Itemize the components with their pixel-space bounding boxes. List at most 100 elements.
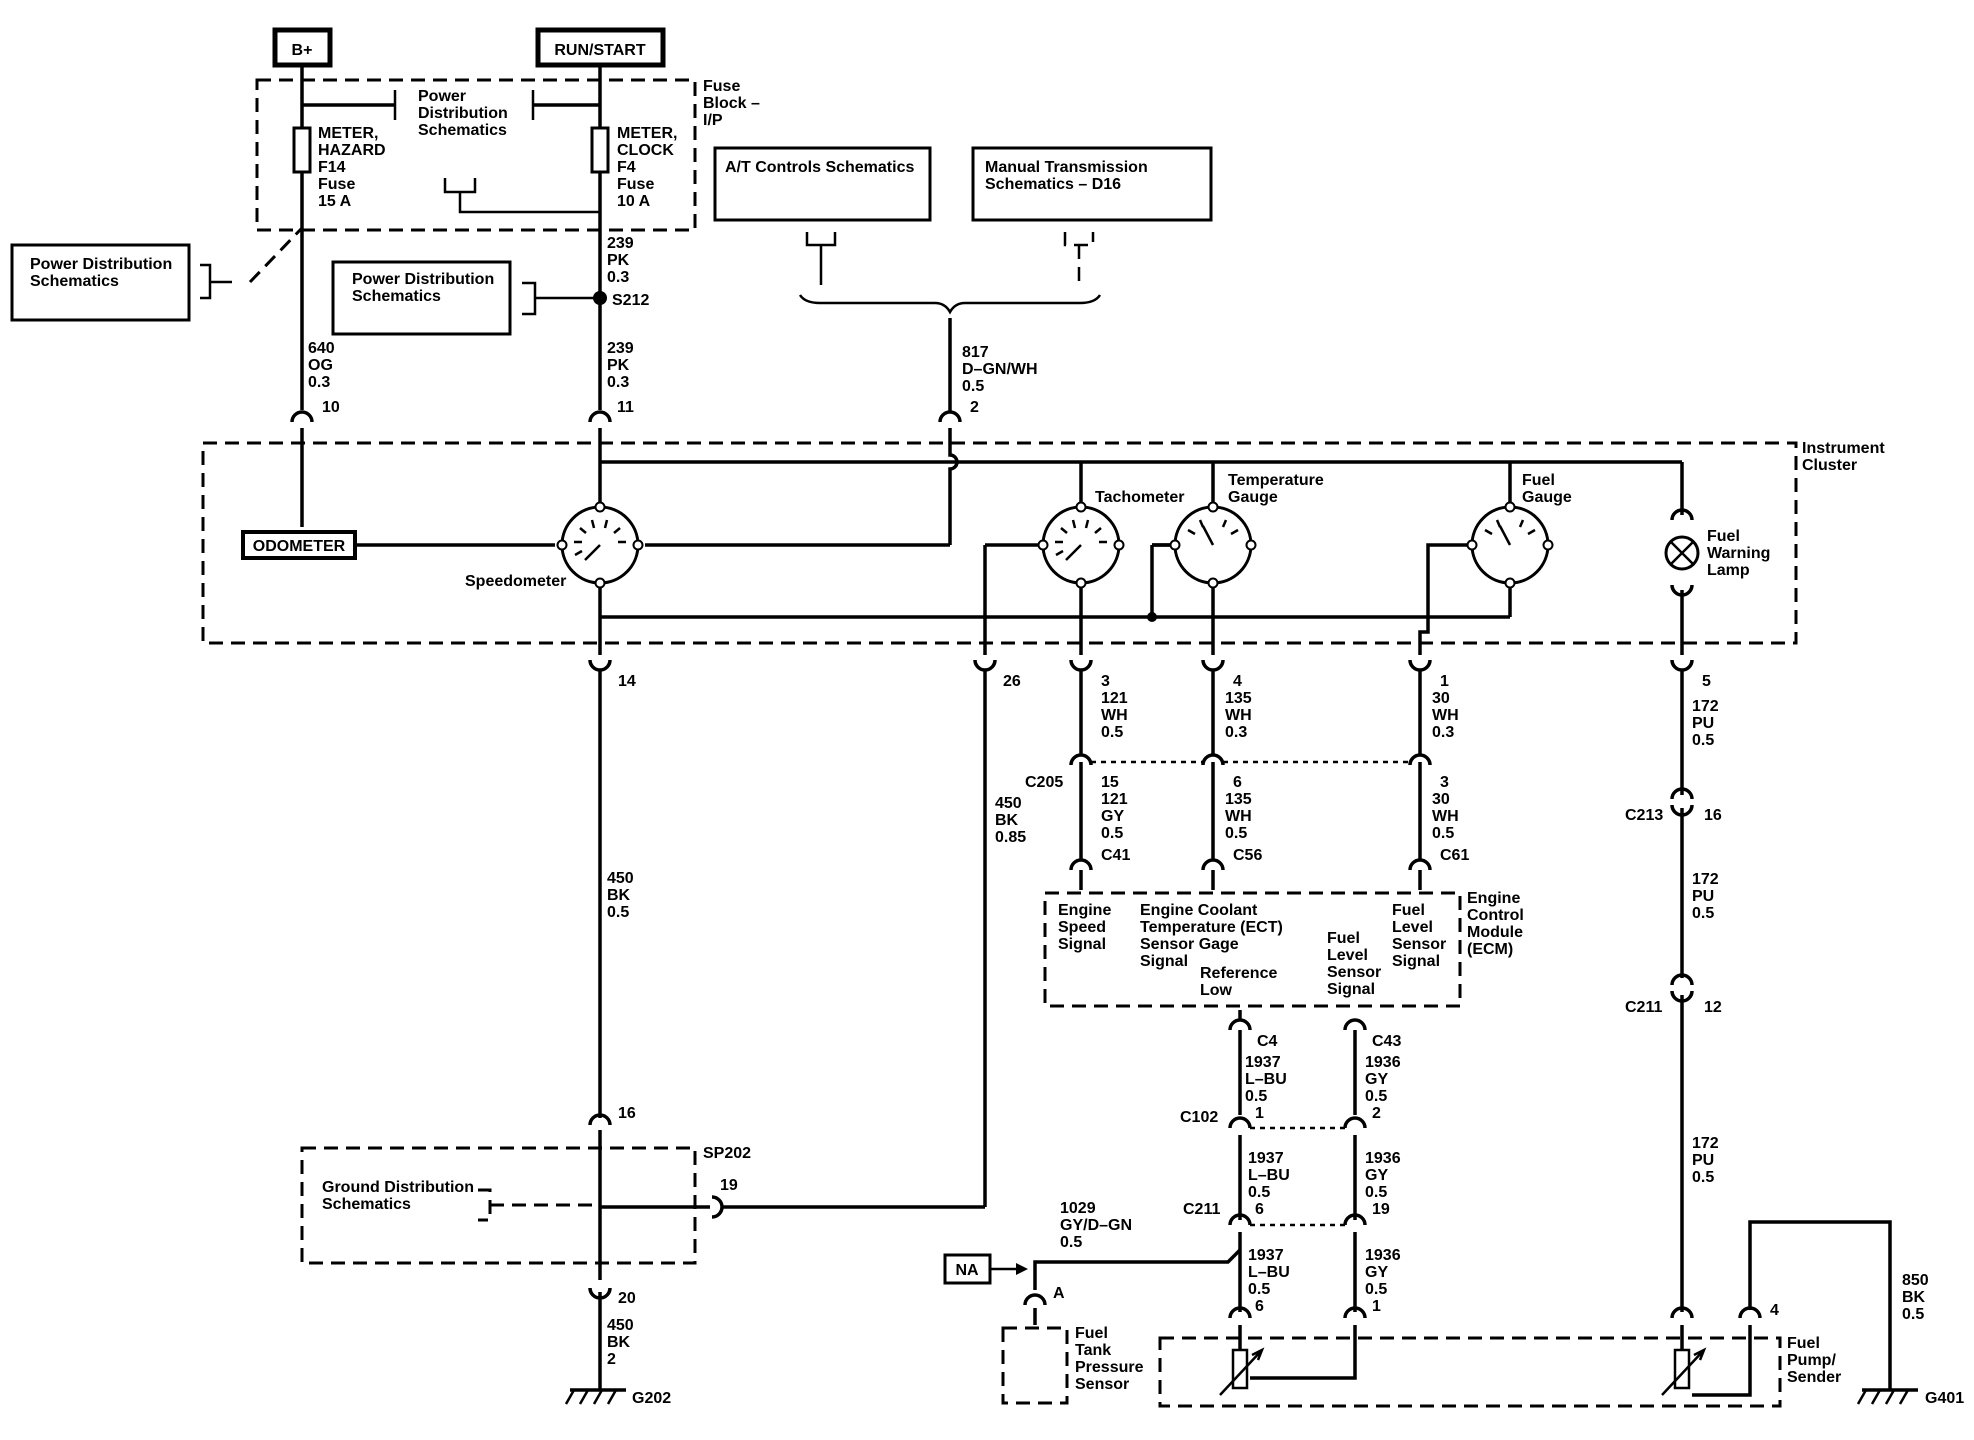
svg-text:0.85: 0.85 <box>995 829 1026 846</box>
svg-text:METER,: METER, <box>617 125 677 142</box>
svg-text:Fuel: Fuel <box>1327 930 1360 947</box>
svg-text:0.5: 0.5 <box>1101 825 1123 842</box>
svg-text:0.5: 0.5 <box>1101 724 1123 741</box>
svg-text:817: 817 <box>962 344 989 361</box>
speedometer-label: Speedometer <box>465 573 566 590</box>
svg-text:Schematics: Schematics <box>418 122 507 139</box>
svg-text:Pump/: Pump/ <box>1787 1352 1836 1369</box>
svg-text:0.3: 0.3 <box>308 374 330 391</box>
svg-text:Pressure: Pressure <box>1075 1359 1144 1376</box>
svg-text:Fuse: Fuse <box>617 176 654 193</box>
fuse-pd-label: Power Distribution Schematics <box>418 88 508 139</box>
svg-text:640: 640 <box>308 340 335 357</box>
svg-text:1937: 1937 <box>1248 1150 1284 1167</box>
runstart-label: RUN/START <box>554 42 645 59</box>
svg-text:Instrument: Instrument <box>1802 440 1885 457</box>
tachometer-label: Tachometer <box>1095 489 1185 506</box>
svg-text:3: 3 <box>1440 774 1449 791</box>
svg-text:GY/D–GN: GY/D–GN <box>1060 1217 1132 1234</box>
svg-text:239: 239 <box>607 340 634 357</box>
svg-text:0.3: 0.3 <box>607 374 629 391</box>
pin-16: 16 <box>618 1105 636 1122</box>
svg-text:Level: Level <box>1392 919 1433 936</box>
svg-text:1: 1 <box>1372 1298 1381 1315</box>
svg-text:0.5: 0.5 <box>1060 1234 1082 1251</box>
svg-text:850: 850 <box>1902 1272 1929 1289</box>
pin-10: 10 <box>322 399 340 416</box>
at-controls-label: A/T Controls Schematics <box>725 159 914 176</box>
svg-text:1936: 1936 <box>1365 1247 1401 1264</box>
temperature-gauge <box>1169 501 1257 589</box>
g202-label: G202 <box>632 1390 671 1407</box>
pin-4b: 4 <box>1770 1302 1779 1319</box>
connector-c102 <box>1228 1116 1367 1130</box>
at-controls-box <box>713 146 932 222</box>
svg-text:Lamp: Lamp <box>1707 562 1750 579</box>
svg-text:0.5: 0.5 <box>1902 1306 1924 1323</box>
wire239a-label: 239 PK 0.3 <box>607 235 634 286</box>
bplus-label: B+ <box>292 42 313 59</box>
svg-text:0.3: 0.3 <box>1432 724 1454 741</box>
svg-text:1: 1 <box>1255 1105 1264 1122</box>
svg-text:Power Distribution: Power Distribution <box>30 256 172 273</box>
svg-text:Manual Transmission: Manual Transmission <box>985 159 1148 176</box>
svg-text:0.5: 0.5 <box>1692 1169 1714 1186</box>
svg-text:Sensor: Sensor <box>1327 964 1381 981</box>
svg-text:C43: C43 <box>1372 1033 1401 1050</box>
svg-text:Gauge: Gauge <box>1522 489 1572 506</box>
fuse-f4 <box>590 126 610 174</box>
sender-left-resistor-icon <box>1219 1347 1265 1396</box>
sp202-label: SP202 <box>703 1145 751 1162</box>
pin-3: 3 <box>1101 673 1110 690</box>
svg-text:PU: PU <box>1692 1152 1714 1169</box>
svg-text:30: 30 <box>1432 690 1450 707</box>
svg-text:Schematics: Schematics <box>322 1196 411 1213</box>
svg-text:135: 135 <box>1225 791 1252 808</box>
svg-text:Fuel: Fuel <box>1075 1325 1108 1342</box>
svg-text:I/P: I/P <box>703 112 723 129</box>
svg-text:121: 121 <box>1101 791 1128 808</box>
svg-text:L–BU: L–BU <box>1248 1167 1290 1184</box>
svg-text:1029: 1029 <box>1060 1200 1096 1217</box>
na-box <box>943 1253 992 1285</box>
svg-text:BK: BK <box>995 812 1019 829</box>
svg-text:Schematics: Schematics <box>352 288 441 305</box>
svg-text:Schematics – D16: Schematics – D16 <box>985 176 1121 193</box>
pd-left-label: Power Distribution Schematics <box>30 256 172 290</box>
svg-text:BK: BK <box>607 887 631 904</box>
svg-text:Fuel: Fuel <box>1392 902 1425 919</box>
svg-text:239: 239 <box>607 235 634 252</box>
ground-g202-icon <box>564 1388 626 1405</box>
ecm-outline <box>1043 891 1462 1008</box>
svg-text:6: 6 <box>1255 1201 1264 1218</box>
pin-5: 5 <box>1702 673 1711 690</box>
c211-label: C211 <box>1183 1201 1220 1218</box>
pin-4: 4 <box>1233 673 1242 690</box>
svg-text:C56: C56 <box>1233 847 1262 864</box>
svg-text:Gauge: Gauge <box>1228 489 1278 506</box>
svg-text:0.5: 0.5 <box>1248 1281 1270 1298</box>
svg-text:METER,: METER, <box>318 125 378 142</box>
svg-text:12: 12 <box>1704 999 1722 1016</box>
svg-text:L–BU: L–BU <box>1248 1264 1290 1281</box>
pd-mid-label: Power Distribution Schematics <box>352 271 494 305</box>
svg-text:0.5: 0.5 <box>1365 1088 1387 1105</box>
pin-26: 26 <box>1003 673 1021 690</box>
svg-text:450: 450 <box>607 870 634 887</box>
connector-top-pins <box>290 410 962 440</box>
svg-text:0.5: 0.5 <box>1248 1184 1270 1201</box>
svg-text:Level: Level <box>1327 947 1368 964</box>
svg-text:GY: GY <box>1365 1264 1388 1281</box>
svg-text:10 A: 10 A <box>617 193 651 210</box>
